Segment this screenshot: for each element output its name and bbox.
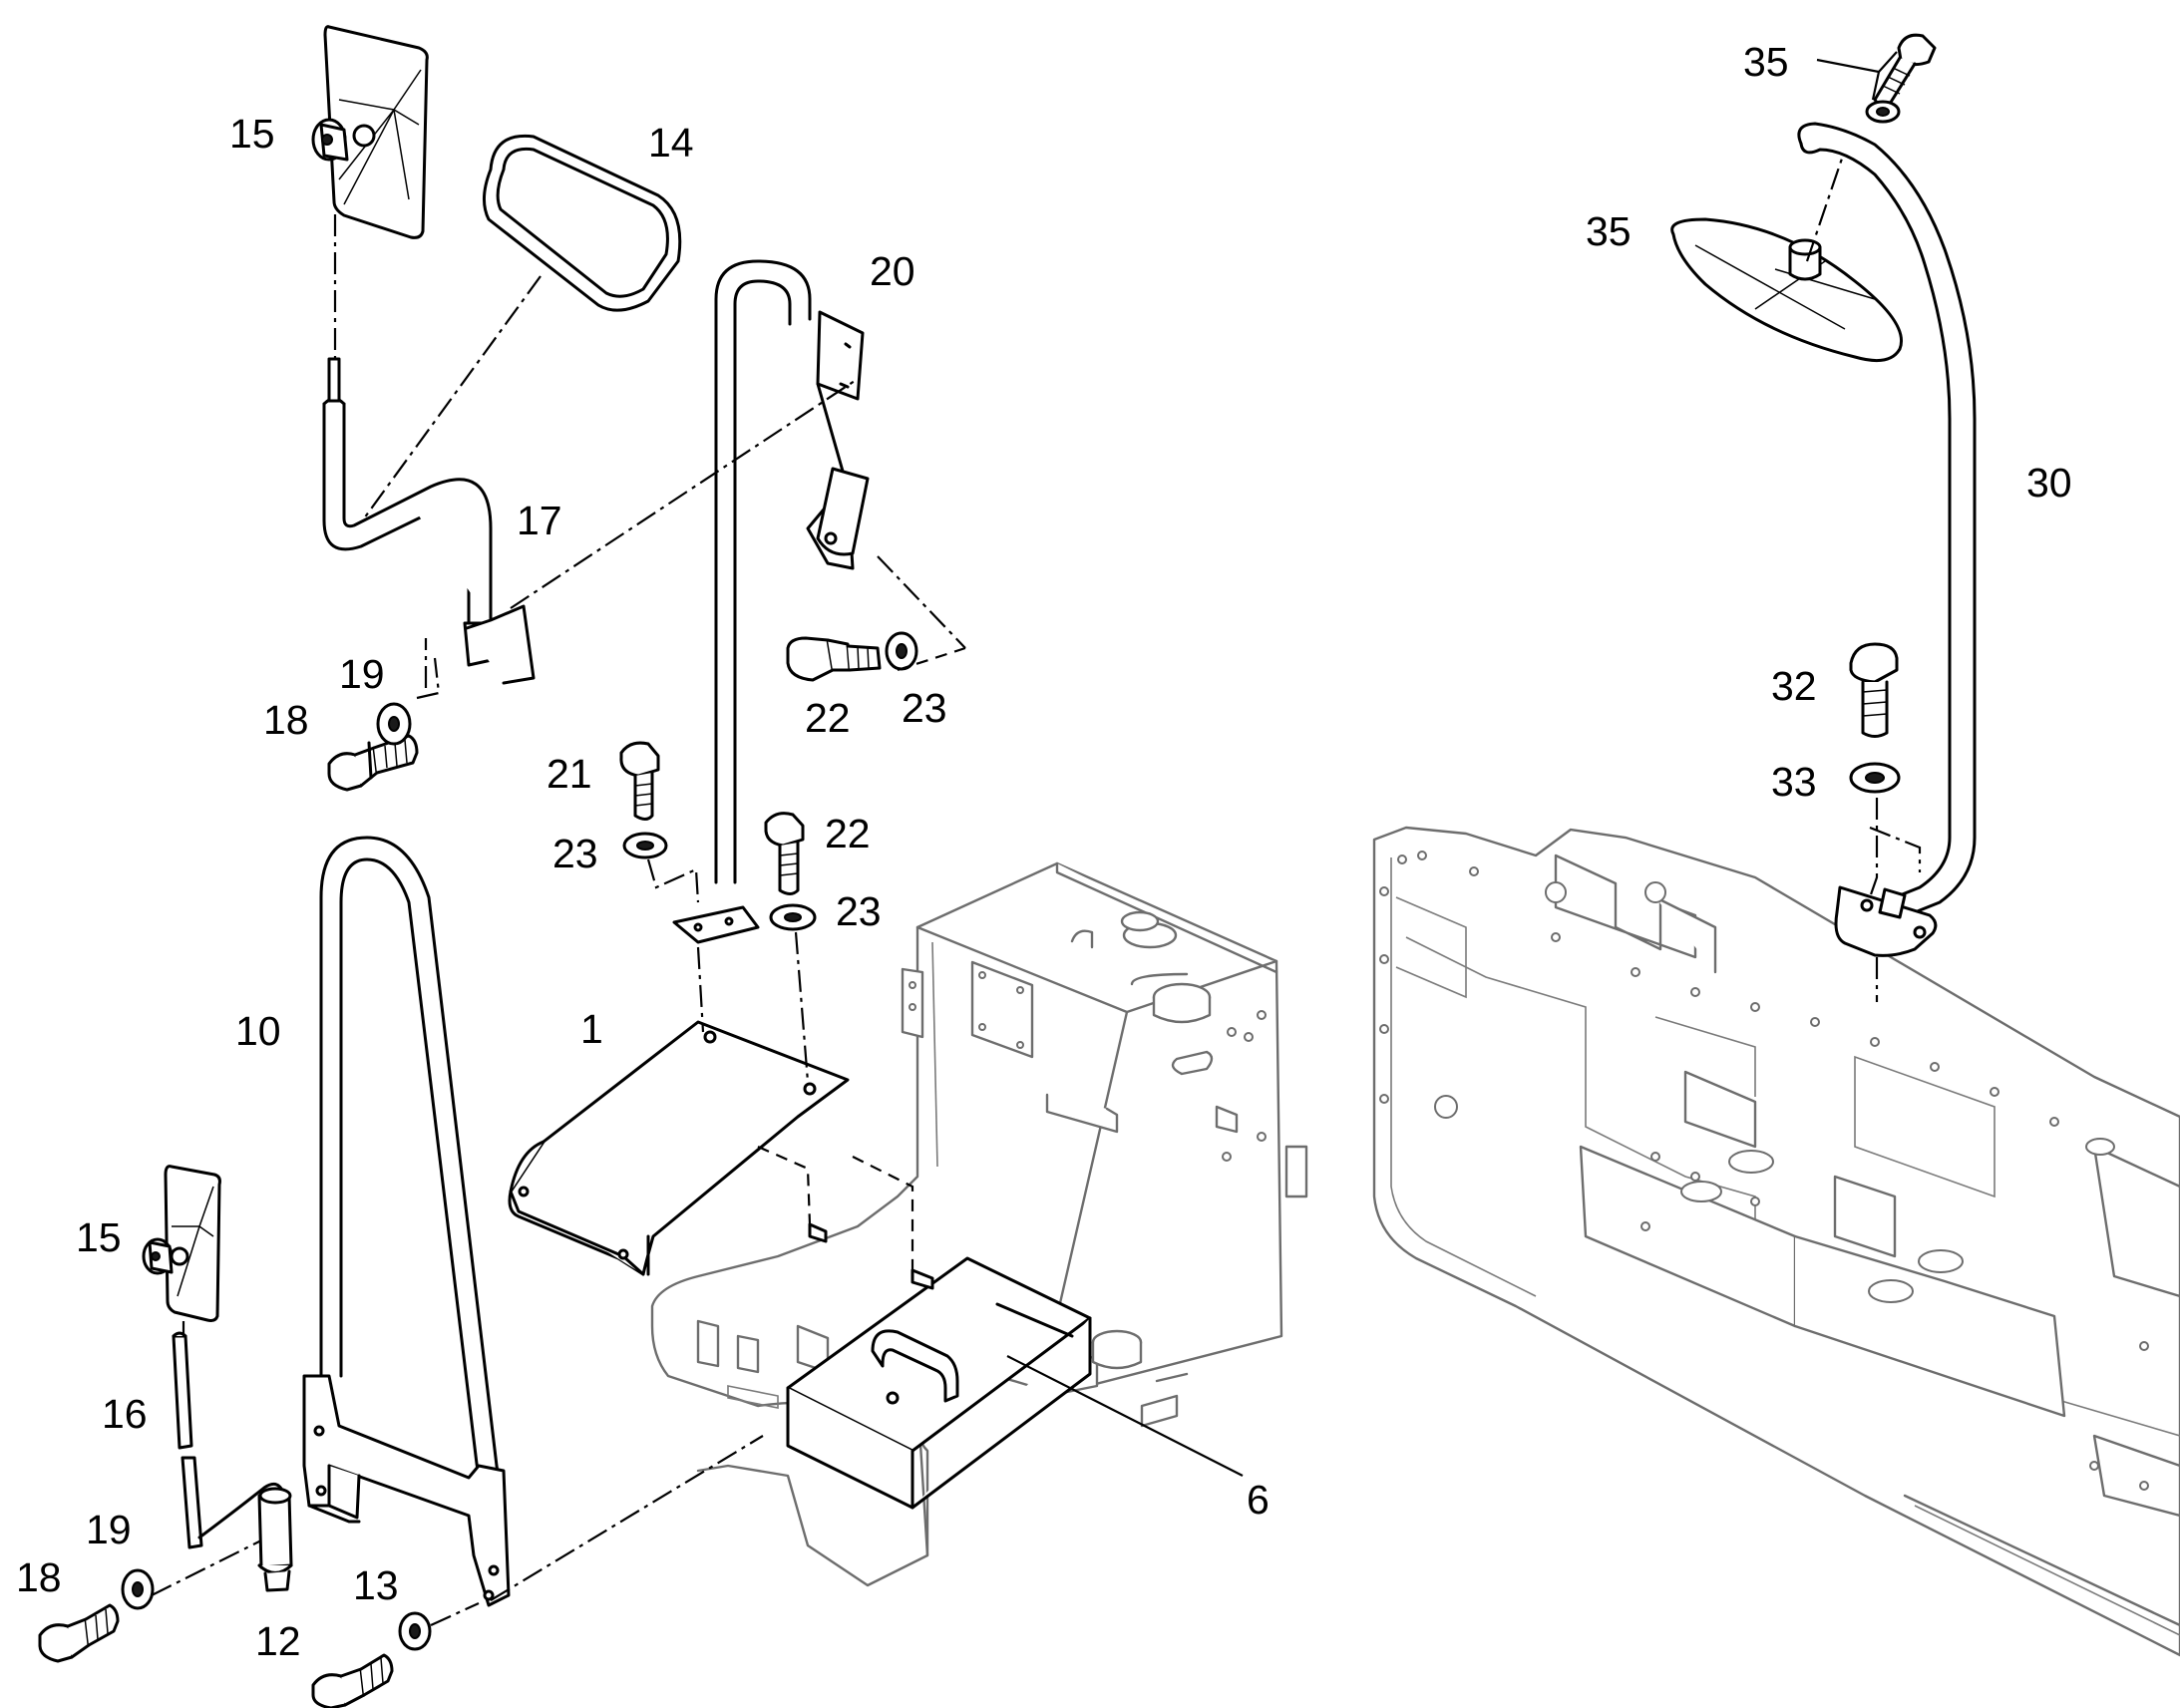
washer-13 — [398, 1611, 432, 1651]
washer-23-lower — [769, 903, 817, 931]
bolt-21 — [619, 741, 660, 821]
mirror-arm-17 — [322, 357, 536, 685]
washer-23-upper — [885, 631, 918, 671]
callout-35: 35 — [1743, 39, 1789, 85]
callout-18: 18 — [263, 697, 309, 743]
bolt-35 — [1873, 33, 1937, 107]
bolt-22-lower — [764, 812, 805, 895]
bolt-22-upper — [786, 636, 882, 682]
mirror-socket — [197, 1482, 293, 1592]
callout-10: 10 — [235, 1008, 281, 1054]
callout-12: 12 — [255, 1618, 301, 1664]
washer-35 — [1865, 100, 1901, 124]
washer-33 — [1849, 762, 1901, 794]
washer-23-mid — [622, 832, 668, 859]
machine-body — [650, 861, 1308, 1587]
callout-21: 21 — [546, 751, 592, 797]
machine-frame — [1372, 826, 2180, 1657]
leader-lines — [151, 51, 1922, 1626]
bolt-18-lower — [38, 1603, 120, 1663]
callout-33: 33 — [1771, 759, 1817, 805]
callout-13: 13 — [353, 1562, 399, 1608]
callout-19: 19 — [86, 1507, 132, 1552]
mirror-15-lower — [142, 1165, 221, 1322]
callout-19: 19 — [339, 651, 385, 697]
callout-1: 1 — [580, 1006, 603, 1052]
mirror-15-top — [311, 25, 429, 239]
bolt-32 — [1849, 642, 1899, 738]
callout-15: 15 — [229, 111, 275, 157]
round-mirror-35 — [1670, 217, 1903, 363]
bolt-18-upper — [327, 734, 419, 792]
callout-15: 15 — [76, 1214, 122, 1260]
rod-16 — [172, 1331, 203, 1549]
callout-23: 23 — [552, 831, 598, 876]
step-plate-1 — [508, 1020, 850, 1276]
callout-6: 6 — [1247, 1477, 1270, 1523]
callout-14: 14 — [648, 120, 694, 166]
callouts: 15 14 20 17 19 18 22 23 21 23 22 23 1 10… — [16, 39, 2072, 1664]
washer-19-lower — [121, 1568, 155, 1610]
callout-23: 23 — [902, 685, 947, 731]
battery-cover-6 — [786, 1256, 1244, 1510]
callout-23: 23 — [836, 888, 882, 934]
washer-19-upper — [376, 702, 412, 746]
callout-35: 35 — [1586, 208, 1632, 254]
callout-17: 17 — [517, 498, 562, 543]
callout-18: 18 — [16, 1554, 62, 1600]
callout-16: 16 — [102, 1391, 148, 1437]
callout-22: 22 — [805, 695, 851, 741]
callout-22: 22 — [825, 811, 871, 856]
handrail-10 — [302, 836, 511, 1607]
mirror-arm-30 — [1797, 122, 1977, 957]
callout-30: 30 — [2026, 460, 2072, 506]
bolt-12 — [311, 1653, 394, 1708]
callout-20: 20 — [870, 248, 915, 294]
mirror-glass-14 — [483, 134, 682, 312]
callout-32: 32 — [1771, 663, 1817, 709]
